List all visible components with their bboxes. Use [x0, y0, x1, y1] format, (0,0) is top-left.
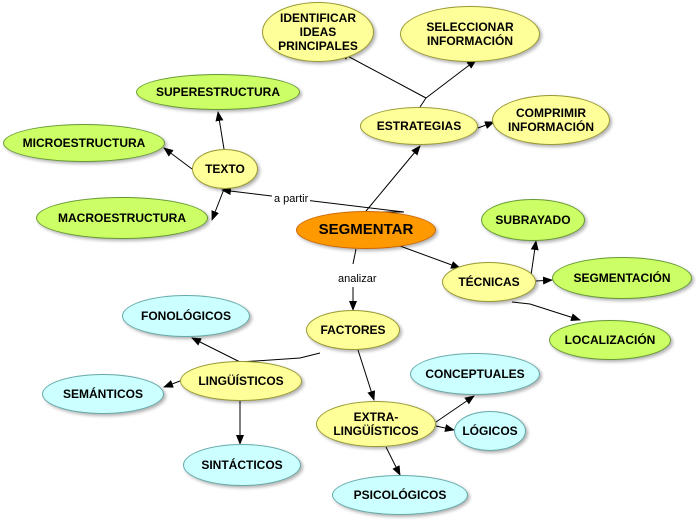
node-linguisticos: LINGÜÍSTICOS — [180, 361, 302, 401]
connector-segmentar-texto — [221, 187, 405, 213]
connector-texto-microestructura — [163, 147, 193, 170]
connector-estrategias-identificar — [339, 51, 427, 99]
connector-texto-superestructura — [215, 111, 225, 150]
connector-estrategias-hub — [419, 97, 427, 108]
node-tecnicas: TÉCNICAS — [442, 262, 536, 302]
node-identificar-ideas-principales: IDENTIFICAR IDEAS PRINCIPALES — [262, 2, 374, 62]
node-superestructura: SUPERESTRUCTURA — [136, 74, 300, 110]
connector-tecnicas-segmentacion — [535, 276, 553, 285]
node-fonologicos: FONOLÓGICOS — [122, 295, 250, 337]
connector-texto-macroestructura — [211, 188, 225, 221]
connector-segmentar-stem-down — [352, 248, 357, 265]
edge-label-a-partir: a partir — [272, 193, 311, 205]
node-texto: TEXTO — [192, 149, 258, 189]
node-psicologicos: PSICOLÓGICOS — [332, 475, 468, 515]
node-macroestructura: MACROESTRUCTURA — [36, 197, 208, 239]
node-segmentacion: SEGMENTACIÓN — [552, 257, 692, 299]
connector-linguisticos-semanticos — [163, 380, 181, 388]
connector-tecnicas-stem — [511, 301, 531, 305]
node-subrayado: SUBRAYADO — [481, 199, 585, 241]
connector-extra-conceptuales — [435, 395, 475, 423]
node-extra-linguisticos: EXTRA- LINGÜÍSTICOS — [316, 401, 436, 447]
connector-estrategias-seleccionar — [425, 59, 477, 99]
node-semanticos: SEMÁNTICOS — [42, 374, 164, 414]
connector-segmentar-tecnicas — [399, 245, 461, 269]
node-segmentar: SEGMENTAR — [296, 211, 436, 249]
node-seleccionar-informacion: SELECCIONAR INFORMACIÓN — [400, 6, 540, 62]
node-sintacticos: SINTÁCTICOS — [183, 444, 301, 486]
edge-label-analizar: analizar — [336, 273, 379, 285]
connector-extra-psicologicos — [385, 446, 401, 476]
node-microestructura: MICROESTRUCTURA — [3, 124, 165, 162]
connector-factores-linguisticos — [299, 352, 321, 359]
connector-segmentar-estrategias — [365, 145, 421, 212]
node-factores: FACTORES — [306, 310, 400, 350]
node-conceptuales: CONCEPTUALES — [410, 353, 540, 395]
connector-estrategias-comprimir — [477, 121, 495, 129]
connector-extra-logicos — [435, 424, 455, 432]
node-logicos: LÓGICOS — [454, 411, 526, 451]
connector-factores-extralinguisticos — [357, 349, 376, 401]
node-localizacion: LOCALIZACIÓN — [549, 320, 671, 360]
node-comprimir-informacion: COMPRIMIR INFORMACIÓN — [492, 95, 610, 145]
connector-tecnicas-localizacion — [529, 303, 581, 322]
node-estrategias: ESTRATEGIAS — [360, 107, 478, 145]
connector-linguisticos-fonologicos — [191, 337, 241, 363]
